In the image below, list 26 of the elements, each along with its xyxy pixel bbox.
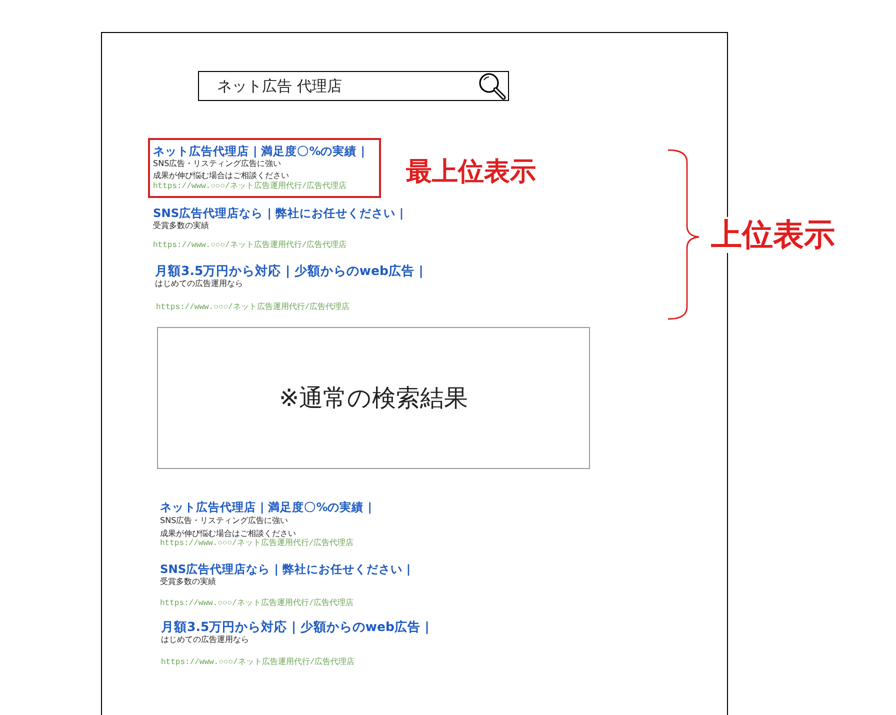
ad-url: https://www.○○○/ネット広告運用代行/広告代理店 — [153, 241, 347, 251]
ad-title: ネット広告代理店 | 満足度〇%の実績 | — [160, 500, 372, 514]
ad-title: 月額3.5万円から対応 | 少額からのweb広告 | — [161, 619, 430, 634]
callout-text: 上位表示 — [711, 217, 835, 253]
placeholder-text: ※通常の検索結果 — [278, 383, 468, 414]
callout-text: 最上位表示 — [406, 157, 536, 187]
ad-description: 成果が伸び悩む場合はご相談ください — [153, 171, 289, 181]
ad-description: 受賞多数の実績 — [160, 577, 216, 587]
ad-url: https://www.○○○/ネット広告運用代行/広告代理店 — [160, 599, 354, 609]
ad-description: 成果が伸び悩む場合はご相談ください — [160, 529, 296, 538]
ad-url: https://www.○○○/ネット広告運用代行/広告代理店 — [153, 182, 347, 192]
ad-title: 月額3.5万円から対応 | 少額からのweb広告 | — [155, 263, 424, 278]
ad-title: SNS広告代理店なら | 弊社にお任せください | — [160, 562, 411, 576]
ad-description: 受賞多数の実績 — [153, 221, 209, 231]
ad-description: はじめての広告運用なら — [161, 635, 249, 645]
ad-title: SNS広告代理店なら | 弊社にお任せください | — [153, 206, 404, 220]
ad-description: SNS広告・リスティング広告に強い — [160, 516, 288, 526]
ad-description: SNS広告・リスティング広告に強い — [153, 159, 282, 169]
highlight-frame — [148, 138, 381, 198]
results-panel — [157, 327, 590, 469]
ad-url: https://www.○○○/ネット広告運用代行/広告代理店 — [160, 539, 354, 549]
ad-description: はじめての広告運用なら — [155, 279, 243, 289]
search-field: ネット広告 代理店 — [198, 71, 509, 101]
ad-title: ネット広告代理店 | 満足度〇%の実績 | — [153, 144, 365, 158]
ad-url: https://www.○○○/ネット広告運用代行/広告代理店 — [161, 658, 355, 668]
ad-url: https://www.○○○/ネット広告運用代行/広告代理店 — [156, 303, 350, 313]
